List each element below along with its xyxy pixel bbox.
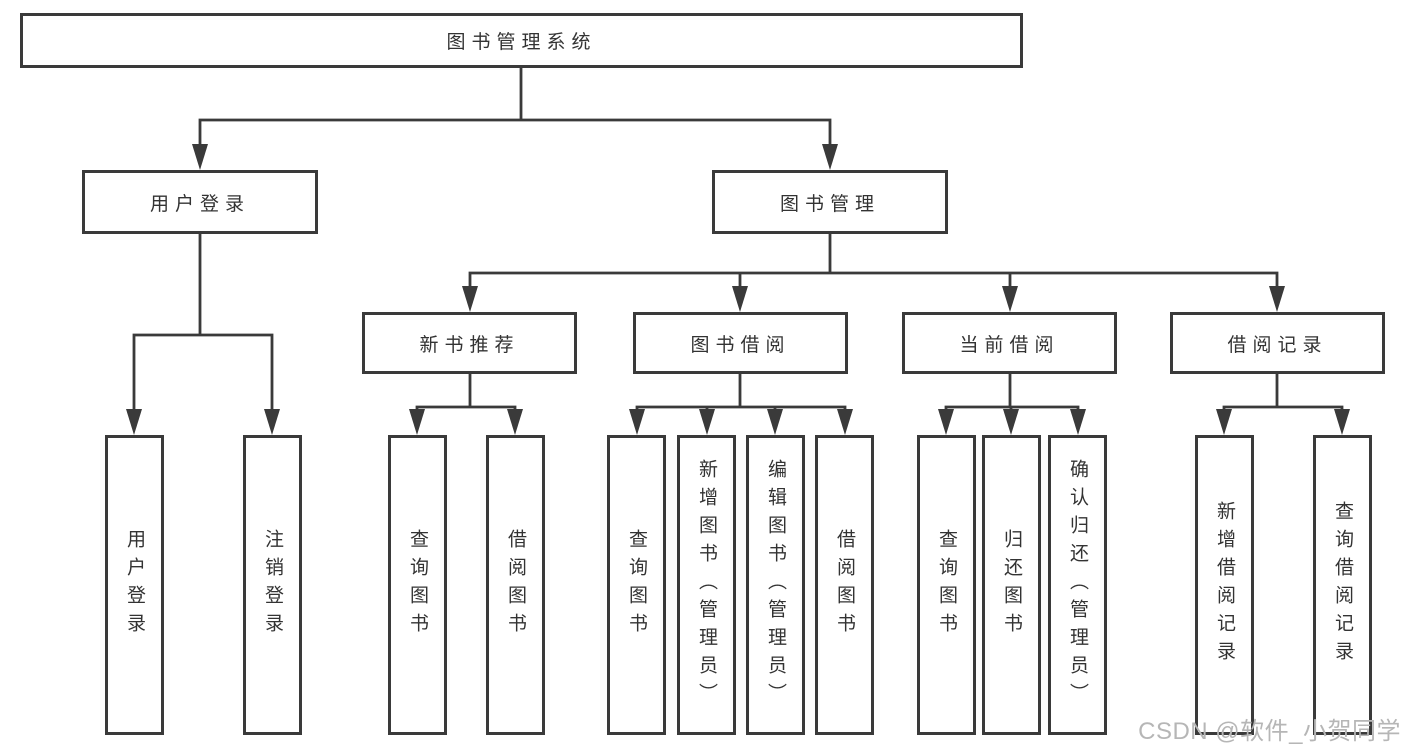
node-leaf-add-borrow-record: 新增借阅记录 [1195,435,1254,735]
node-new-book-recommend-label: 新书推荐 [419,334,520,356]
node-leaf-user-login: 用户登录 [105,435,164,735]
node-leaf-borrow-books-borrowing: 借阅图书 [815,435,874,735]
node-current-borrowing: 当前借阅 [902,312,1117,374]
node-leaf-query-books-borrowing-label: 查询图书 [626,529,647,641]
node-book-management: 图书管理 [712,170,948,234]
node-book-borrowing-label: 图书借阅 [690,334,791,356]
node-leaf-add-book-admin-label: 新增图书（管理员） [696,459,717,711]
node-leaf-logout-label: 注销登录 [262,529,283,641]
node-leaf-query-books-current-label: 查询图书 [936,529,957,641]
node-borrow-records-label: 借阅记录 [1227,334,1328,356]
node-leaf-user-login-label: 用户登录 [124,529,145,641]
node-leaf-borrow-books-recommend: 借阅图书 [486,435,545,735]
node-leaf-edit-book-admin: 编辑图书（管理员） [746,435,805,735]
csdn-watermark: CSDN @软件_小贺同学 [1138,718,1401,745]
node-leaf-confirm-return-admin: 确认归还（管理员） [1048,435,1107,735]
node-root-label: 图书管理系统 [446,32,597,53]
node-borrow-records: 借阅记录 [1170,312,1385,374]
node-leaf-query-books-recommend-label: 查询图书 [407,529,428,641]
node-leaf-borrow-books-recommend-label: 借阅图书 [505,529,526,641]
node-leaf-add-book-admin: 新增图书（管理员） [677,435,736,735]
node-leaf-query-borrow-record-label: 查询借阅记录 [1332,501,1353,669]
node-leaf-query-books-borrowing: 查询图书 [607,435,666,735]
node-leaf-add-borrow-record-label: 新增借阅记录 [1214,501,1235,669]
node-leaf-edit-book-admin-label: 编辑图书（管理员） [765,459,786,711]
node-leaf-query-books-current: 查询图书 [917,435,976,735]
node-root: 图书管理系统 [20,13,1023,68]
arrowhead-icons [126,144,1350,435]
node-user-login-label: 用户登录 [149,193,250,215]
node-leaf-return-books-label: 归还图书 [1001,529,1022,641]
node-leaf-query-borrow-record: 查询借阅记录 [1313,435,1372,735]
node-leaf-query-books-recommend: 查询图书 [388,435,447,735]
node-book-management-label: 图书管理 [779,193,880,215]
node-new-book-recommend: 新书推荐 [362,312,577,374]
node-book-borrowing: 图书借阅 [633,312,848,374]
node-leaf-logout: 注销登录 [243,435,302,735]
node-leaf-return-books: 归还图书 [982,435,1041,735]
node-leaf-confirm-return-admin-label: 确认归还（管理员） [1067,459,1088,711]
node-leaf-borrow-books-borrowing-label: 借阅图书 [834,529,855,641]
node-current-borrowing-label: 当前借阅 [959,334,1060,356]
node-user-login: 用户登录 [82,170,318,234]
